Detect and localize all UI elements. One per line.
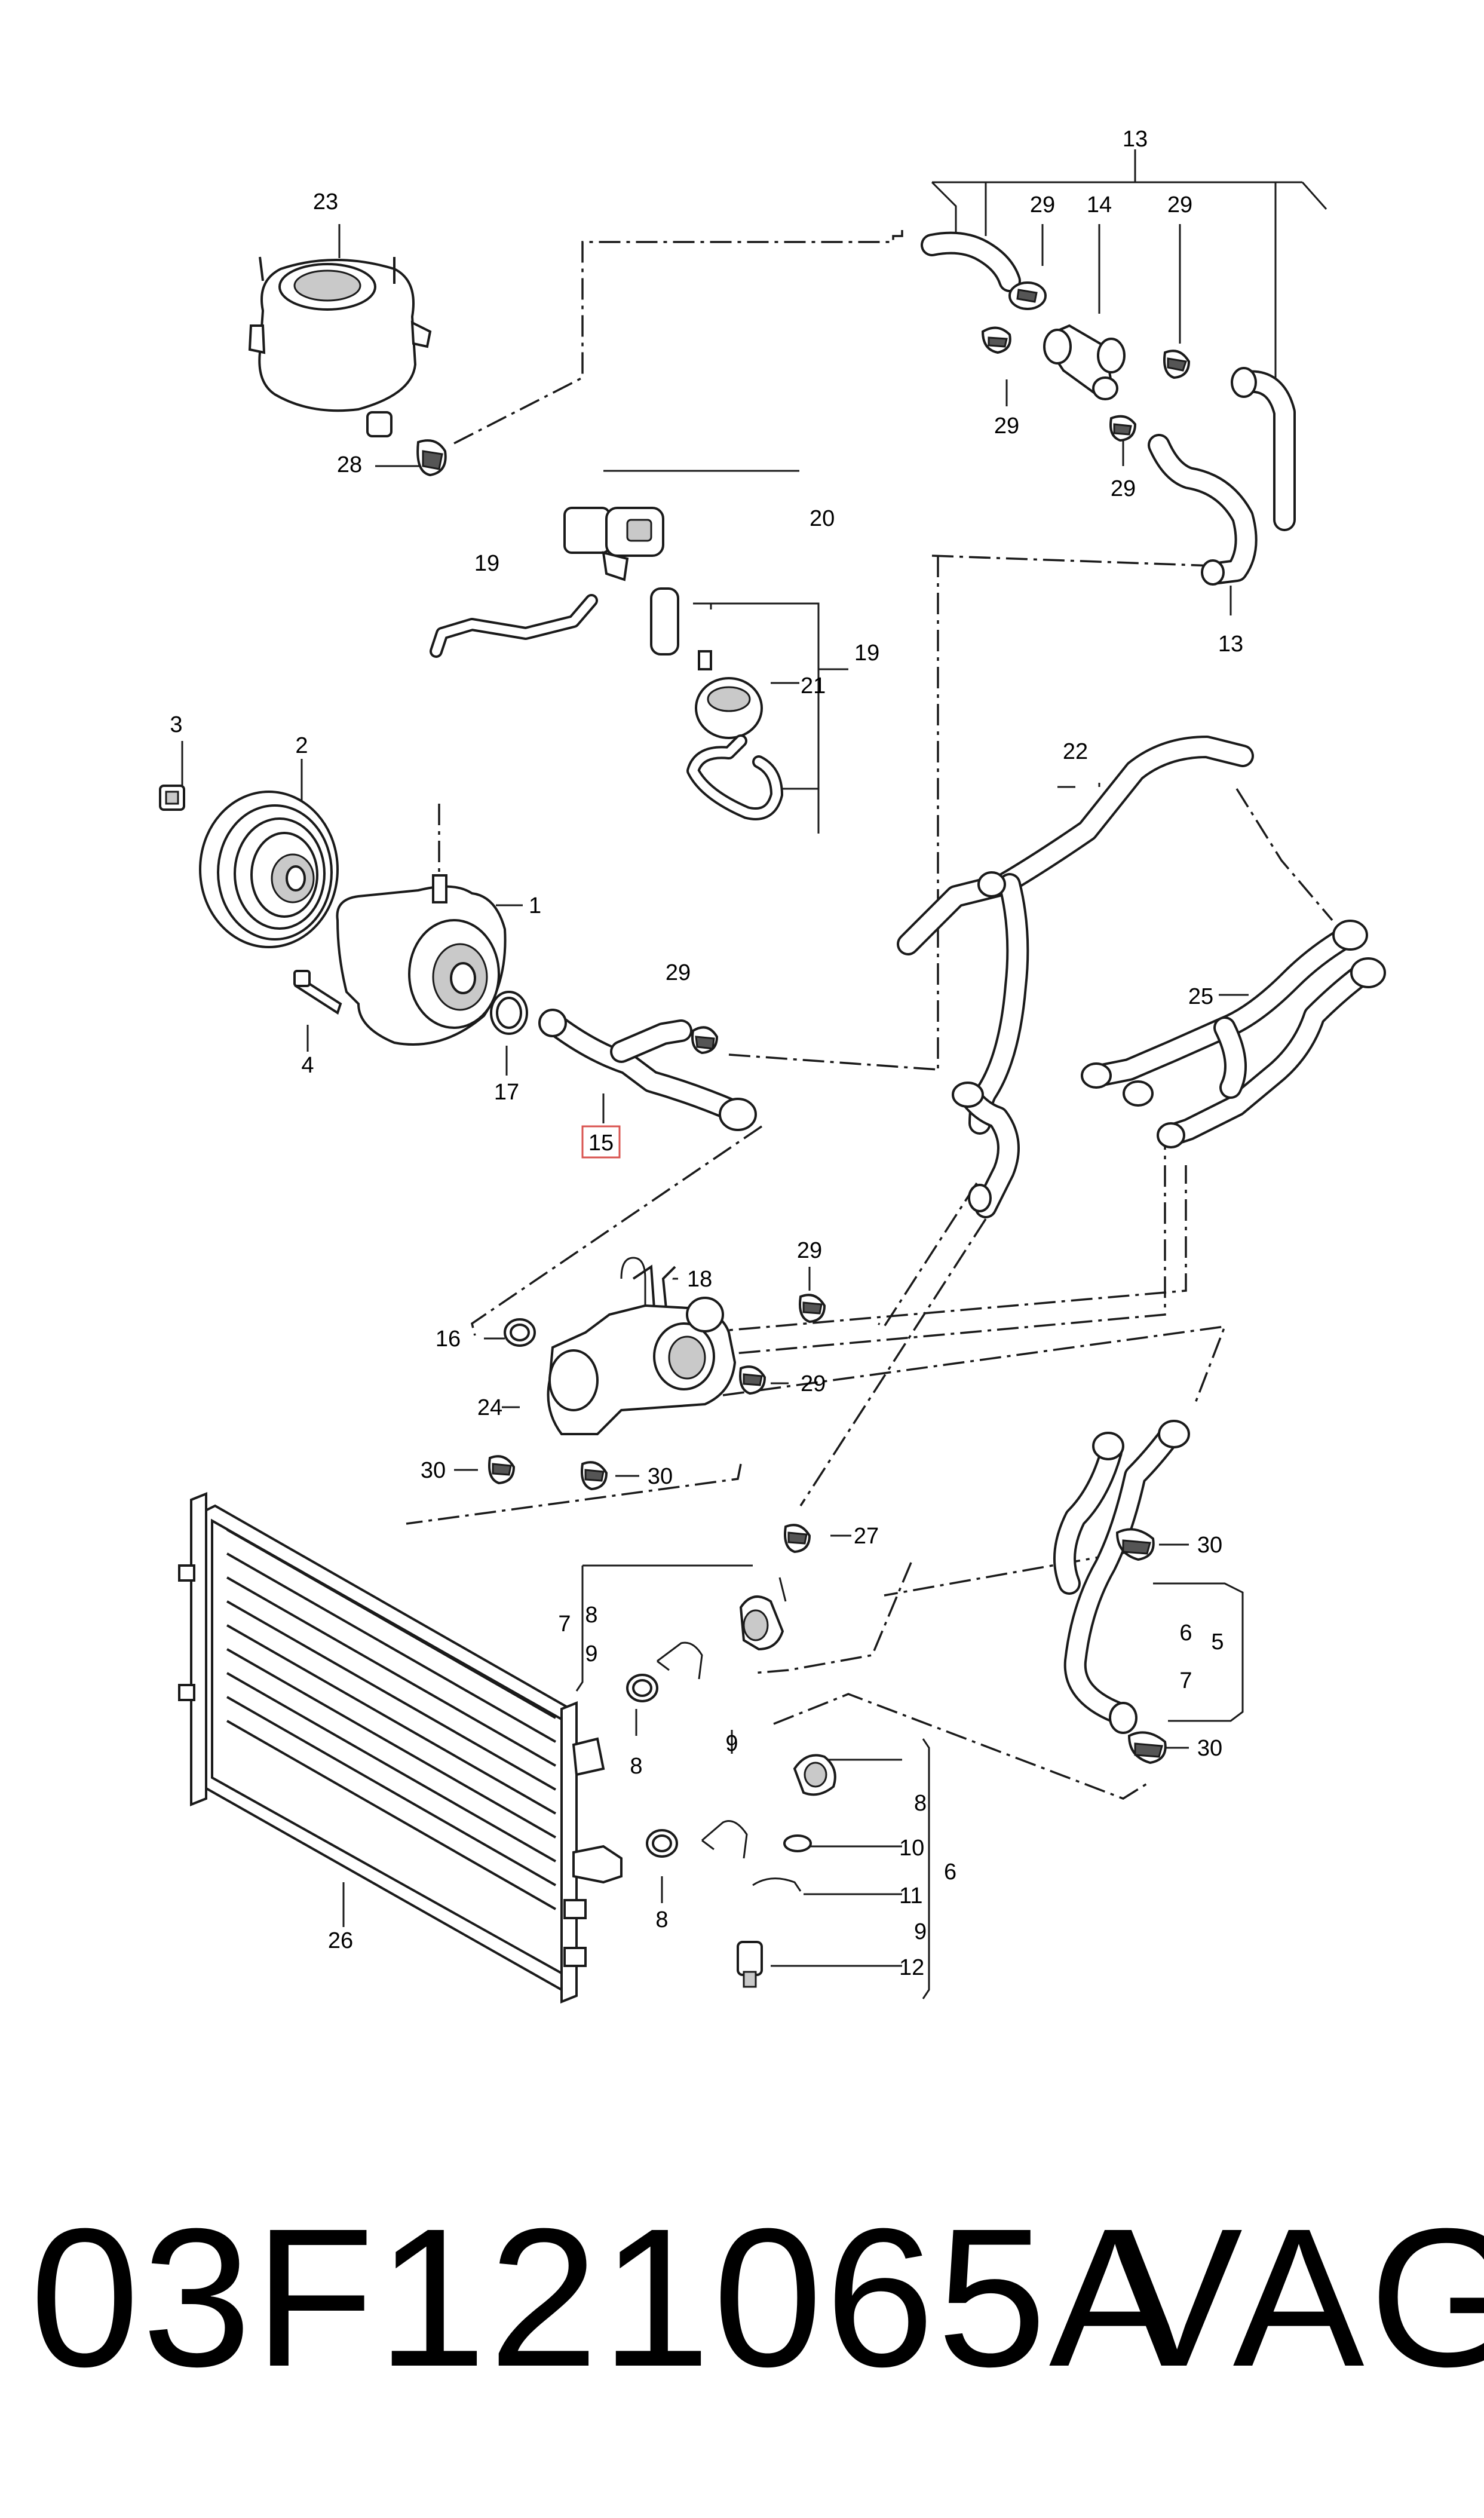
label-27: 27 <box>854 1524 879 1549</box>
label-6-hose: 6 <box>1179 1621 1192 1646</box>
label-8-ring-upper: 8 <box>630 1754 642 1779</box>
cooling-system-exploded-diagram: 23 28 13 29 14 29 29 29 13 20 19 19 21 2… <box>159 127 1386 2004</box>
label-9-sensor-clip: 9 <box>725 1731 738 1756</box>
label-9-fitting: 9 <box>585 1641 597 1667</box>
label-30-hose-top: 30 <box>1197 1533 1222 1558</box>
connection-lines <box>406 230 1333 1800</box>
label-4: 4 <box>301 1053 314 1078</box>
label-29-pump-clamp: 29 <box>666 960 691 985</box>
brand-name: VAG <box>1111 2187 1484 2407</box>
label-29-top-left: 29 <box>1030 192 1055 218</box>
label-16: 16 <box>436 1327 461 1352</box>
label-24: 24 <box>477 1395 502 1420</box>
label-23: 23 <box>313 189 338 215</box>
label-29-thermo-side: 29 <box>801 1371 826 1396</box>
label-5: 5 <box>1211 1629 1224 1655</box>
lower-radiator-hose <box>1053 1420 1190 1765</box>
label-7-fitting: 7 <box>558 1612 571 1637</box>
label-11: 11 <box>899 1883 922 1909</box>
label-20: 20 <box>810 506 835 531</box>
label-17: 17 <box>494 1080 519 1105</box>
label-9-sensor: 9 <box>914 1919 927 1944</box>
label-14: 14 <box>1087 192 1112 218</box>
vacuum-valve-assembly <box>430 507 783 820</box>
upper-right-hoses <box>921 231 1296 586</box>
label-15-highlight-box <box>581 1125 621 1159</box>
part-labels: 23 28 13 29 14 29 29 29 13 20 19 19 21 2… <box>170 127 1243 1980</box>
label-8-fitting: 8 <box>585 1603 597 1628</box>
label-29-top-right: 29 <box>1167 192 1192 218</box>
coolant-pipe-15 <box>538 1009 757 1131</box>
label-7-hose: 7 <box>1179 1668 1192 1693</box>
label-29-thermo-top: 29 <box>797 1238 822 1263</box>
expansion-tank <box>248 256 447 477</box>
water-pump-assembly <box>159 785 528 1046</box>
label-19-group: 19 <box>854 641 879 666</box>
label-10: 10 <box>899 1836 924 1861</box>
label-28: 28 <box>337 452 362 477</box>
label-30-hose-bottom: 30 <box>1197 1736 1222 1761</box>
leader-lines <box>181 149 1327 1999</box>
label-30-thermo-right: 30 <box>648 1464 673 1489</box>
radiator <box>178 1492 623 2004</box>
label-8-ring-lower: 8 <box>655 1907 668 1932</box>
label-26: 26 <box>328 1928 353 1953</box>
radiator-fittings <box>626 1524 836 1988</box>
label-19-hose: 19 <box>474 551 499 576</box>
label-2: 2 <box>295 733 308 758</box>
label-30-thermo-left: 30 <box>421 1458 446 1483</box>
label-21: 21 <box>801 673 826 699</box>
label-13-top: 13 <box>1123 127 1148 152</box>
label-25: 25 <box>1188 984 1213 1009</box>
label-29-left-clamp: 29 <box>994 413 1019 439</box>
heater-hoses <box>897 736 1386 1218</box>
label-6-sensor: 6 <box>944 1860 956 1885</box>
label-8-sensor-fitting: 8 <box>914 1791 927 1816</box>
label-1: 1 <box>529 893 541 918</box>
thermostat-housing <box>488 1257 826 1491</box>
label-18: 18 <box>687 1267 712 1292</box>
label-12: 12 <box>899 1955 924 1980</box>
label-3: 3 <box>170 712 182 737</box>
label-13-bottom: 13 <box>1218 632 1243 657</box>
label-22: 22 <box>1063 739 1088 764</box>
part-number: 03F121065A <box>30 2187 1183 2407</box>
label-15: 15 <box>588 1131 614 1156</box>
label-29-lower-clamp: 29 <box>1111 476 1136 501</box>
